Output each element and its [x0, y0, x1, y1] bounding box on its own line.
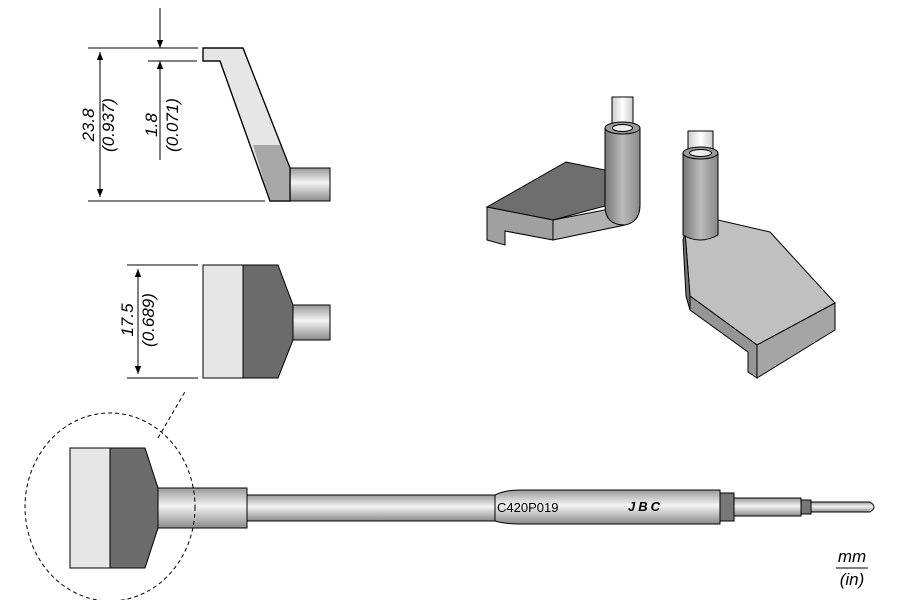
brand-logo: JBC: [628, 499, 663, 514]
dim-thickness-mm: 1.8: [142, 113, 161, 137]
cartridge-shaft: [246, 494, 503, 522]
tip-shank: [154, 487, 248, 529]
front-view: 17.5 (0.689): [118, 264, 331, 379]
cartridge-view: C420P019 JBC: [24, 389, 875, 600]
dim-width-in: (0.689): [139, 293, 158, 347]
detail-circle: [24, 412, 196, 600]
heater-tip: [810, 501, 875, 513]
side-shank: [287, 167, 331, 202]
ring: [800, 499, 812, 515]
tip-blade-light: [69, 447, 111, 569]
side-blade-tinned: [253, 145, 290, 201]
model-label: C420P019: [497, 500, 558, 515]
unit-mm: mm: [838, 547, 866, 566]
unit-in: (in): [840, 570, 865, 589]
iso-view-right: [682, 130, 836, 379]
front-blade-dark: [242, 264, 294, 379]
dim-width-mm: 17.5: [118, 303, 137, 337]
side-view: 23.8 (0.937) 1.8 (0.071): [79, 8, 331, 202]
units-legend: mm (in): [836, 547, 868, 589]
detail-leader: [157, 389, 187, 439]
dim-thickness-in: (0.071): [163, 98, 182, 152]
ring: [719, 492, 735, 522]
iso-view-left: [485, 96, 641, 246]
dim-height-in: (0.937): [99, 98, 118, 152]
front-blade-light: [202, 264, 244, 379]
tip-blade-dark: [109, 447, 159, 569]
dim-height-mm: 23.8: [79, 108, 98, 143]
cartridge-handle: [494, 489, 721, 525]
